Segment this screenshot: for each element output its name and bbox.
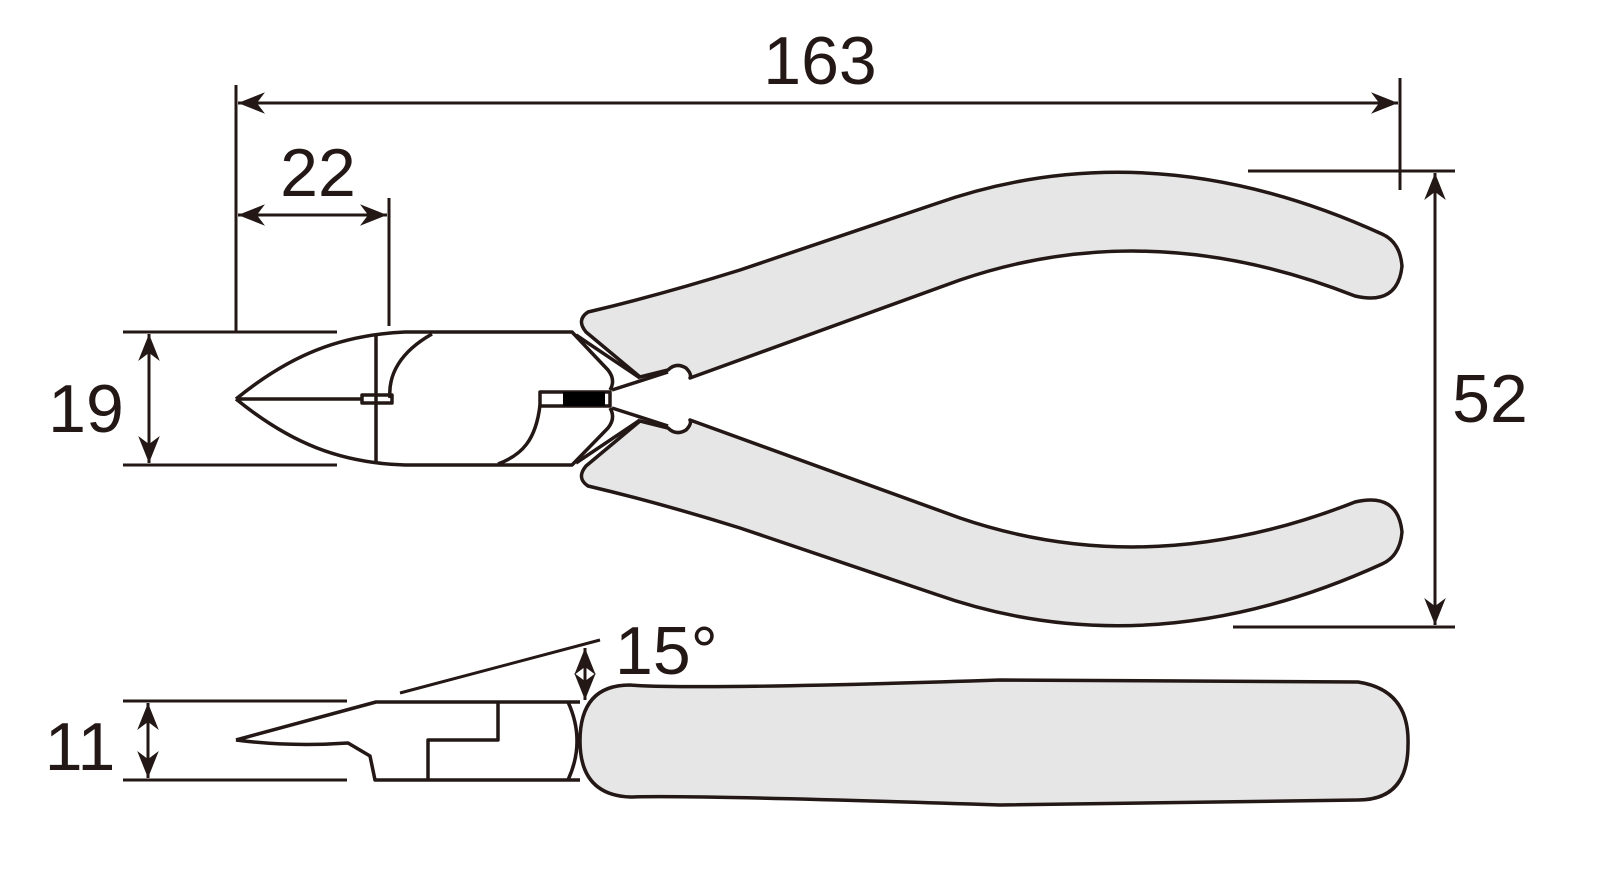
angle-line-15 [399,638,601,695]
lower-inner-arc [497,404,542,466]
dim-label-22: 22 [280,135,356,211]
upper-inner-arc [388,332,433,399]
side-view: 15° 11 [45,613,1410,807]
dim-label-11: 11 [45,709,116,785]
joint-spring [563,392,605,406]
side-joint-arc [566,701,579,781]
blade-notch [360,393,394,405]
head-outline [234,330,615,467]
dim-label-15-deg: 15° [615,613,718,689]
side-handle-grip [578,678,1410,807]
dim-label-163: 163 [763,23,876,99]
dim-label-19: 19 [48,371,124,447]
upper-handle-grip [579,170,1404,380]
side-jaw-step [426,702,500,780]
lower-handle-grip [579,418,1404,628]
top-view: 163 22 19 52 [48,23,1528,629]
head-fork-lines [575,333,669,465]
side-jaw-outline [235,700,580,782]
dim-label-52: 52 [1452,361,1528,437]
